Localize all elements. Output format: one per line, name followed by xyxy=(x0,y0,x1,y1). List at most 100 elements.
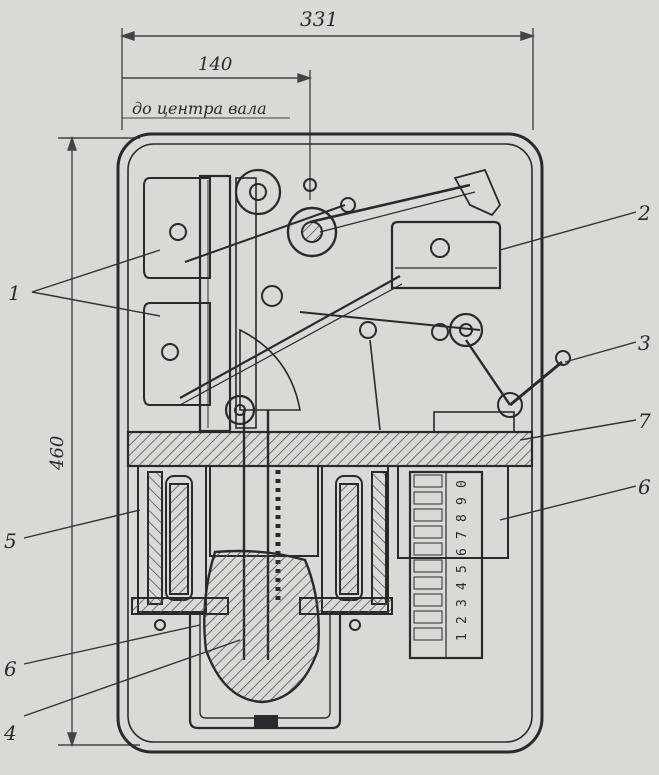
dim-arrow-shaft xyxy=(297,73,313,83)
right-coil-winding xyxy=(339,483,359,595)
right-coil-winding-outer xyxy=(371,471,387,605)
counter-digit: 8 xyxy=(455,514,470,522)
rotor-mass xyxy=(203,549,320,704)
spring-rod xyxy=(369,339,381,431)
upper-left-bracket xyxy=(143,177,211,279)
main-lever xyxy=(179,275,401,399)
main-lever-edge xyxy=(179,283,403,406)
counter-digit: 9 xyxy=(455,497,470,505)
counter-cell xyxy=(413,593,443,607)
overall-height-label: 460 xyxy=(47,436,68,471)
pivot-lower-left xyxy=(161,343,179,361)
callout-labels: 1 2 3 4 5 6 6 7 xyxy=(3,201,651,745)
upper-arm-pin xyxy=(340,197,356,213)
upper-arm xyxy=(309,183,471,224)
upper-link xyxy=(184,204,346,263)
base-plate xyxy=(126,430,534,468)
counter-cell xyxy=(413,525,443,539)
upper-pulley xyxy=(234,168,282,216)
callout-1: 1 xyxy=(8,281,21,305)
counter-cell xyxy=(413,491,443,505)
counter-cell xyxy=(413,627,443,641)
counter-digit-column: 0 9 8 7 6 5 4 3 2 1 xyxy=(413,474,470,641)
counter-frame xyxy=(397,465,509,559)
left-coil-winding xyxy=(169,483,189,595)
mid-pivot xyxy=(261,285,283,307)
callout-6b: 6 xyxy=(638,475,651,499)
callout-3: 3 xyxy=(638,331,651,355)
dim-arrow-bottom xyxy=(67,732,77,748)
counter-cell xyxy=(413,576,443,590)
counter-cell xyxy=(413,610,443,624)
lower-assembly xyxy=(131,410,509,730)
leader-4 xyxy=(23,639,241,717)
contact-block xyxy=(390,220,502,290)
upper-right-bracket xyxy=(453,168,502,217)
leader-5 xyxy=(23,509,141,539)
lower-left-bracket xyxy=(143,302,211,406)
counter-digit: 2 xyxy=(455,616,470,624)
contact-block-screw xyxy=(430,238,450,258)
leader-lines xyxy=(23,211,637,717)
callout-2: 2 xyxy=(637,201,651,225)
left-coil-base xyxy=(131,597,229,615)
sector-cam xyxy=(239,328,301,411)
leader-6b xyxy=(499,485,637,521)
counter-cell xyxy=(413,559,443,573)
pivot-upper-left xyxy=(169,223,187,241)
counter-cell xyxy=(413,474,443,488)
upper-arm-edge xyxy=(319,191,476,233)
dim-arrow-top xyxy=(67,135,77,151)
dim-arrow-right xyxy=(520,31,536,41)
u-bracket-outer xyxy=(188,612,342,730)
bottom-bolt xyxy=(254,715,278,727)
callout-5: 5 xyxy=(4,529,17,553)
counter-digit: 6 xyxy=(455,548,470,556)
leader-6a xyxy=(23,624,201,665)
callout-7: 7 xyxy=(638,409,651,433)
counter-digit: 4 xyxy=(455,582,470,590)
handle-arm xyxy=(509,360,563,407)
vertical-plate-right xyxy=(235,177,257,429)
central-block xyxy=(209,465,319,557)
right-base-screw xyxy=(349,619,361,631)
handle-knob xyxy=(555,350,571,366)
main-gear xyxy=(286,206,338,258)
counter-digit: 7 xyxy=(455,531,470,539)
dim-arrow-left xyxy=(119,31,135,41)
lower-link-pin-2 xyxy=(431,323,449,341)
upper-pulley-hub xyxy=(249,183,267,201)
main-gear-hub xyxy=(301,221,323,243)
lower-pulley xyxy=(224,394,256,426)
right-coil-base xyxy=(299,597,393,615)
lower-link-pin-1 xyxy=(359,321,377,339)
shaft-offset-label: 140 xyxy=(198,54,232,75)
right-lever xyxy=(465,339,511,406)
leader-1a xyxy=(31,249,161,293)
counter-digit: 5 xyxy=(455,565,470,573)
housing-outer-wall xyxy=(116,132,544,754)
counter-digit: 0 xyxy=(455,480,470,488)
leader-3 xyxy=(564,341,637,363)
right-wheel xyxy=(448,312,484,348)
leader-2 xyxy=(499,211,637,251)
right-wheel-hub xyxy=(459,323,473,337)
shaft-note-label: до центра вала xyxy=(132,99,267,118)
leader-1b xyxy=(31,291,161,317)
counter-cell xyxy=(413,508,443,522)
handle-pivot xyxy=(497,392,523,418)
shaft-centre-mark xyxy=(303,178,317,192)
left-coil-winding-outer xyxy=(147,471,163,605)
callout-6a: 6 xyxy=(4,657,17,681)
counter-cell xyxy=(413,542,443,556)
left-base-screw xyxy=(154,619,166,631)
callout-4: 4 xyxy=(3,721,17,745)
upper-mechanism xyxy=(143,168,571,433)
overall-width-label: 331 xyxy=(300,7,338,31)
leader-7 xyxy=(519,419,637,441)
counter-digit: 3 xyxy=(455,599,470,607)
counter-digit: 1 xyxy=(455,633,470,641)
dimension-lines xyxy=(58,28,536,748)
